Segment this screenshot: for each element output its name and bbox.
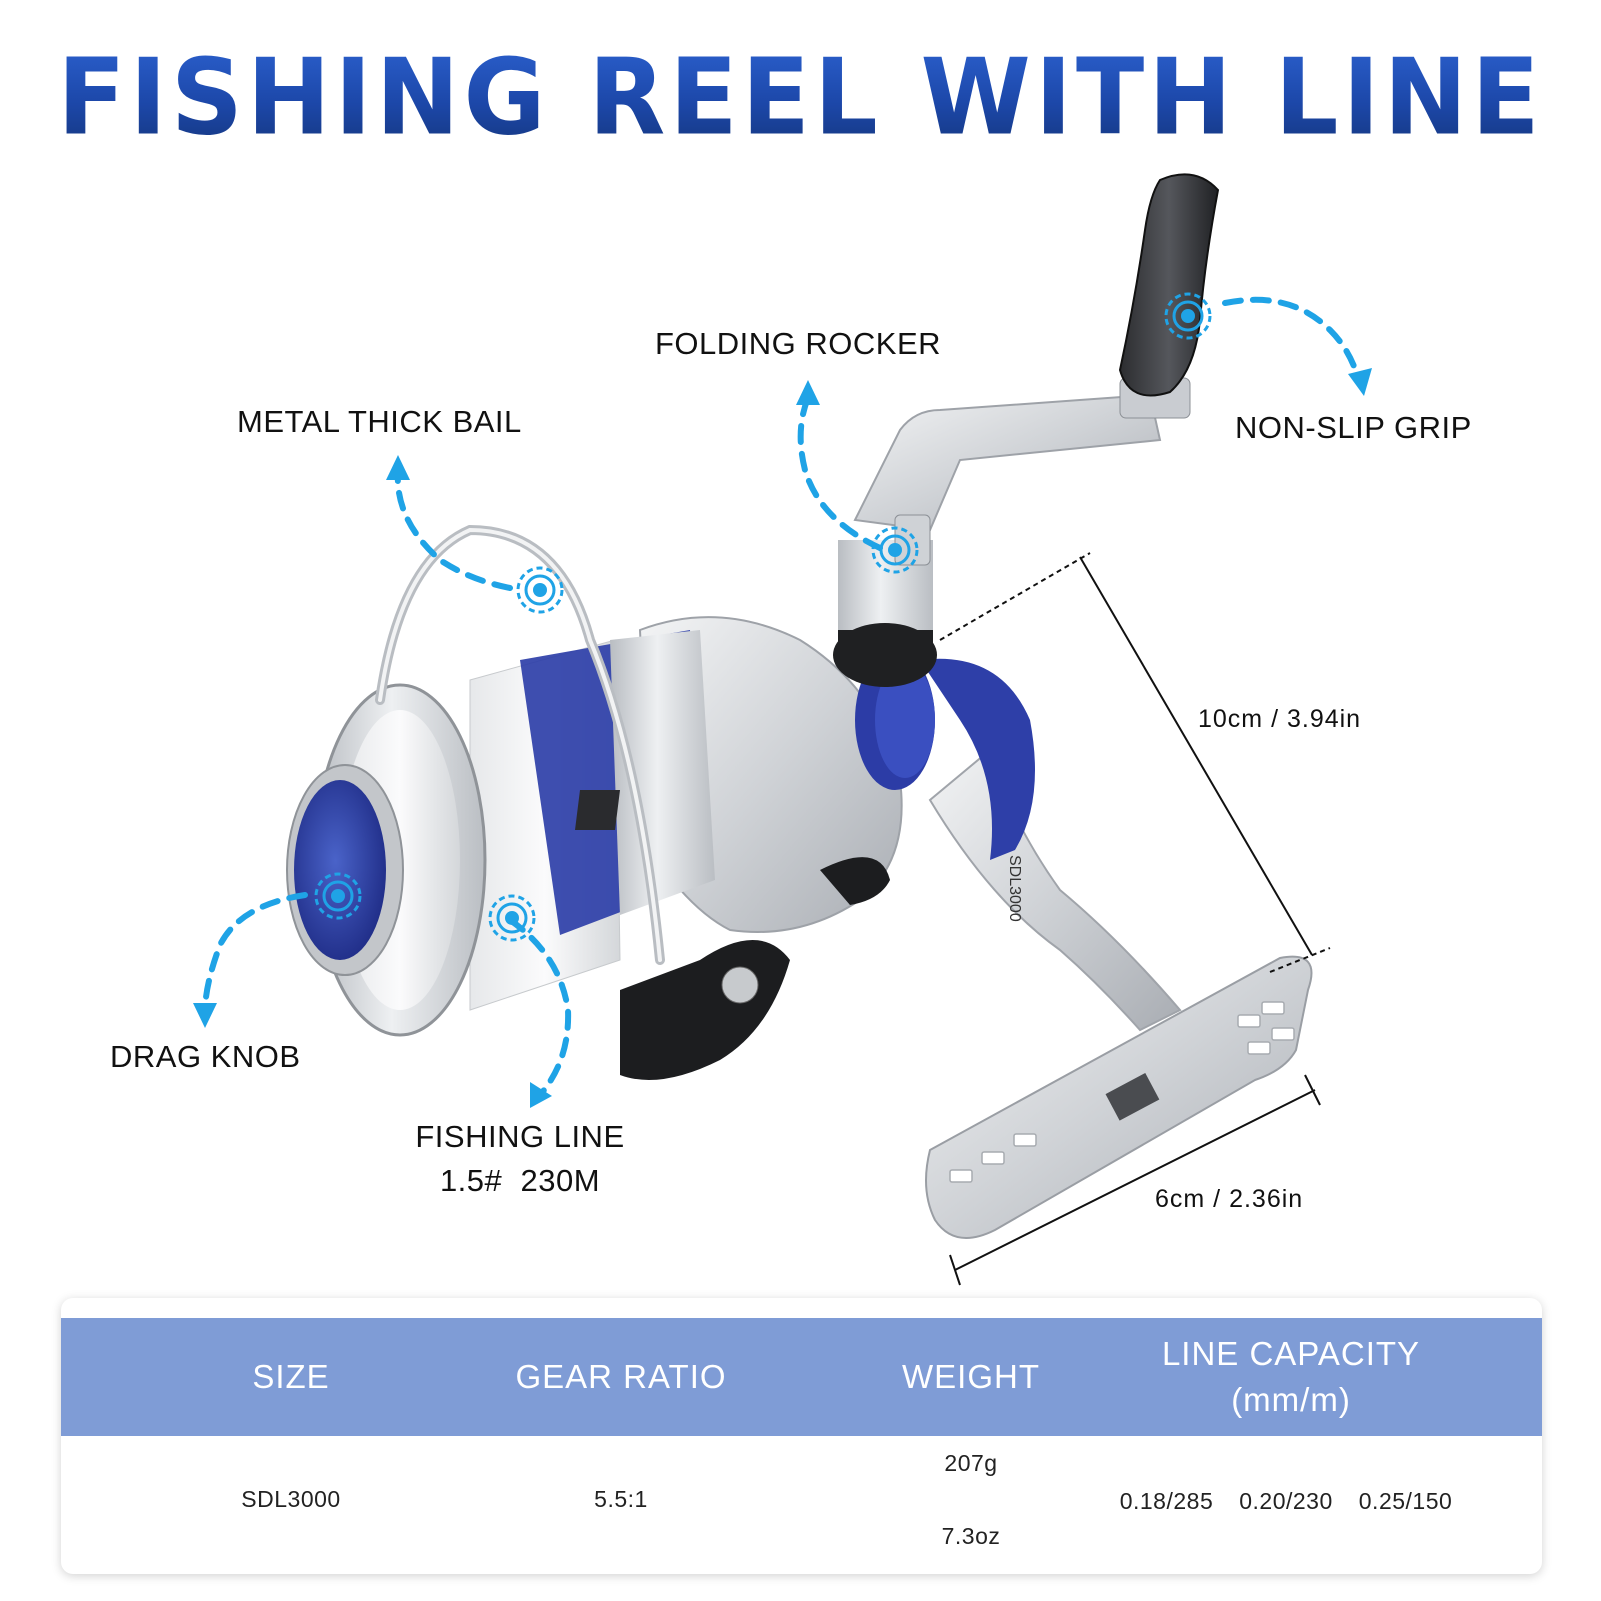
fishing-reel-image: SDL3000 (193, 173, 1372, 1286)
cell-weight-ounces: 7.3oz (941, 1523, 1001, 1549)
dimension-lines (939, 552, 1331, 1286)
callout-folding-rocker: FOLDING ROCKER (655, 326, 942, 361)
callout-drag-knob: DRAG KNOB (110, 1039, 301, 1074)
callout-arrowheads (193, 368, 1372, 1108)
header-line-capacity-unit: (mm/m) (1231, 1381, 1351, 1418)
target-icon (314, 872, 362, 920)
callout-metal-thick-bail: METAL THICK BAIL (237, 404, 522, 439)
header-weight: WEIGHT (902, 1358, 1040, 1395)
capacity-value: 0.20/230 (1239, 1488, 1333, 1514)
target-icon (1164, 292, 1212, 340)
header-line-capacity-label: LINE CAPACITY (1161, 1335, 1421, 1372)
cell-line-capacity: 0.18/285 0.20/230 0.25/150 (1066, 1488, 1506, 1515)
callout-fishing-line-spec: 1.5# 230M (439, 1163, 601, 1198)
page-title: FISHING REEL WITH LINE (0, 35, 1601, 161)
header-line-capacity: LINE CAPACITY (mm/m) (1101, 1318, 1481, 1436)
arrowhead-icon (530, 1082, 552, 1108)
target-icon (488, 894, 536, 942)
cell-gear-ratio: 5.5:1 (594, 1486, 648, 1512)
arrowhead-icon (1348, 368, 1372, 396)
capacity-value: 0.25/150 (1358, 1488, 1453, 1514)
header-gear-ratio: GEAR RATIO (515, 1358, 727, 1395)
arrowhead-icon (193, 1003, 217, 1028)
capacity-value: 0.18/285 (1119, 1488, 1214, 1514)
spec-table-header: SIZE GEAR RATIO WEIGHT LINE CAPACITY (mm… (61, 1318, 1542, 1436)
target-markers (314, 292, 1212, 942)
product-illustration: SDL3000 (193, 173, 1372, 1286)
arrowhead-icon (796, 380, 820, 405)
callout-non-slip-grip: NON-SLIP GRIP (1235, 410, 1472, 445)
target-icon (516, 566, 564, 614)
spec-table: SIZE GEAR RATIO WEIGHT LINE CAPACITY (mm… (61, 1298, 1542, 1574)
cell-size: SDL3000 (241, 1486, 341, 1512)
cell-weight-grams: 207g (944, 1450, 998, 1476)
dimension-foot-label: 6cm / 2.36in (1155, 1185, 1304, 1213)
arrowhead-icon (386, 455, 410, 480)
callout-fishing-line-title: FISHING LINE (415, 1119, 625, 1154)
header-size: SIZE (252, 1358, 330, 1395)
target-icon (871, 526, 919, 574)
dimension-height-label: 10cm / 3.94in (1198, 705, 1362, 733)
callout-markers (202, 296, 1361, 1098)
callout-fishing-line: FISHING LINE 1.5# 230M (405, 1115, 635, 1203)
reel-model-marking: SDL3000 (1006, 855, 1023, 922)
